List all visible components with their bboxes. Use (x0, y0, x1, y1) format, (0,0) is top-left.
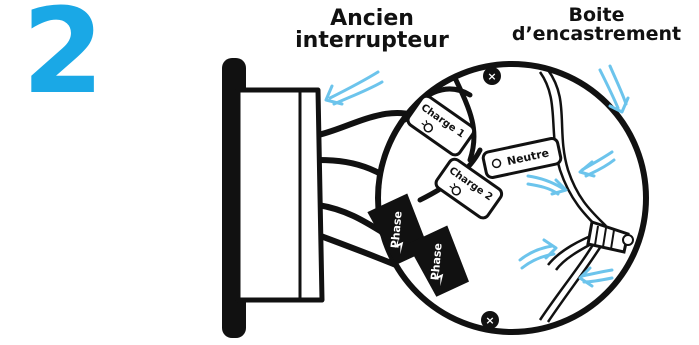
screw-icon-bottom: × (481, 311, 499, 329)
svg-text:×: × (485, 314, 494, 327)
wall-box-callout: Boite d’encastrement (494, 6, 699, 44)
wall-box-label-line2: d’encastrement (511, 23, 682, 45)
lightning-icon (435, 269, 444, 287)
neutral-ring-icon (491, 158, 502, 169)
svg-text:×: × (487, 70, 496, 83)
neutral-tag: Neutre (481, 136, 563, 180)
load-2-tag: Charge 2 (434, 157, 504, 220)
wire-nut-icon (586, 220, 634, 254)
old-switch-label-line2: interrupteur (295, 28, 449, 53)
arrow-neutral-1 (526, 174, 568, 196)
phase-2-cap: Phase (407, 225, 469, 297)
arrow-neutral-4 (578, 266, 614, 288)
lightbulb-icon (421, 120, 434, 133)
lightning-icon (395, 237, 404, 255)
step-number: 2 (22, 0, 104, 120)
lightbulb-icon (449, 183, 462, 196)
arrow-to-box (598, 64, 630, 114)
screw-icon-top: × (483, 67, 501, 85)
arrow-neutral-2 (578, 150, 616, 178)
old-switch-label-line1: Ancien (330, 6, 414, 31)
phase-1-label: Phase (388, 211, 404, 249)
wall-box-label-line1: Boite (568, 4, 625, 26)
old-switch-callout: Ancien interrupteur (272, 8, 472, 52)
switch-body (235, 87, 325, 303)
arrow-neutral-3 (518, 238, 558, 270)
pointer-arrows (324, 64, 630, 288)
phase-2-label: Phase (428, 243, 444, 281)
arrow-to-switch (324, 70, 384, 106)
